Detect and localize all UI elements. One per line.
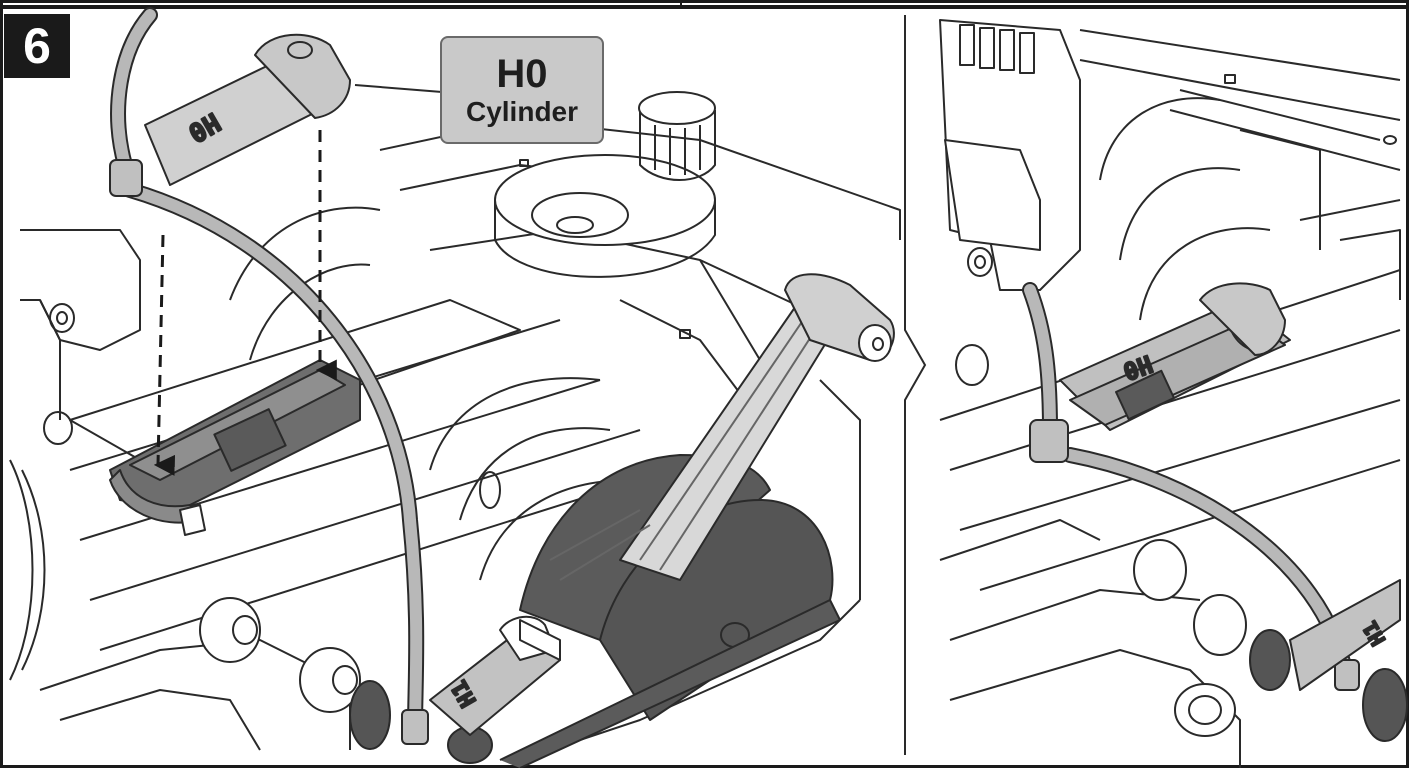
release-lever xyxy=(619,273,895,581)
adjustment-knob xyxy=(494,91,716,278)
side-grommets xyxy=(9,303,75,681)
chevron-right-icon xyxy=(904,15,927,755)
arrow-down-icon xyxy=(153,234,176,476)
h0-cylinder-seated xyxy=(1059,282,1291,431)
insert-direction-arrows xyxy=(153,130,337,476)
right-panel: H0 H1 xyxy=(939,19,1408,768)
air-hose xyxy=(109,7,429,745)
callout-part-name: Cylinder xyxy=(465,96,579,127)
step-number-badge: 6 xyxy=(4,14,70,78)
left-panel: H0 H1 xyxy=(9,7,901,768)
rear-drums xyxy=(229,206,631,581)
callout-part-code: H0 xyxy=(496,52,548,96)
bottom-rollers xyxy=(199,597,493,764)
callout-leader xyxy=(354,84,443,93)
h1-roller xyxy=(429,509,651,736)
h0-cylinder xyxy=(144,33,351,186)
bottom-rollers-right xyxy=(1133,539,1408,742)
rear-drums-right xyxy=(1099,97,1321,321)
mount-bracket xyxy=(939,19,1081,386)
part-callout: H0 Cylinder xyxy=(440,36,604,144)
